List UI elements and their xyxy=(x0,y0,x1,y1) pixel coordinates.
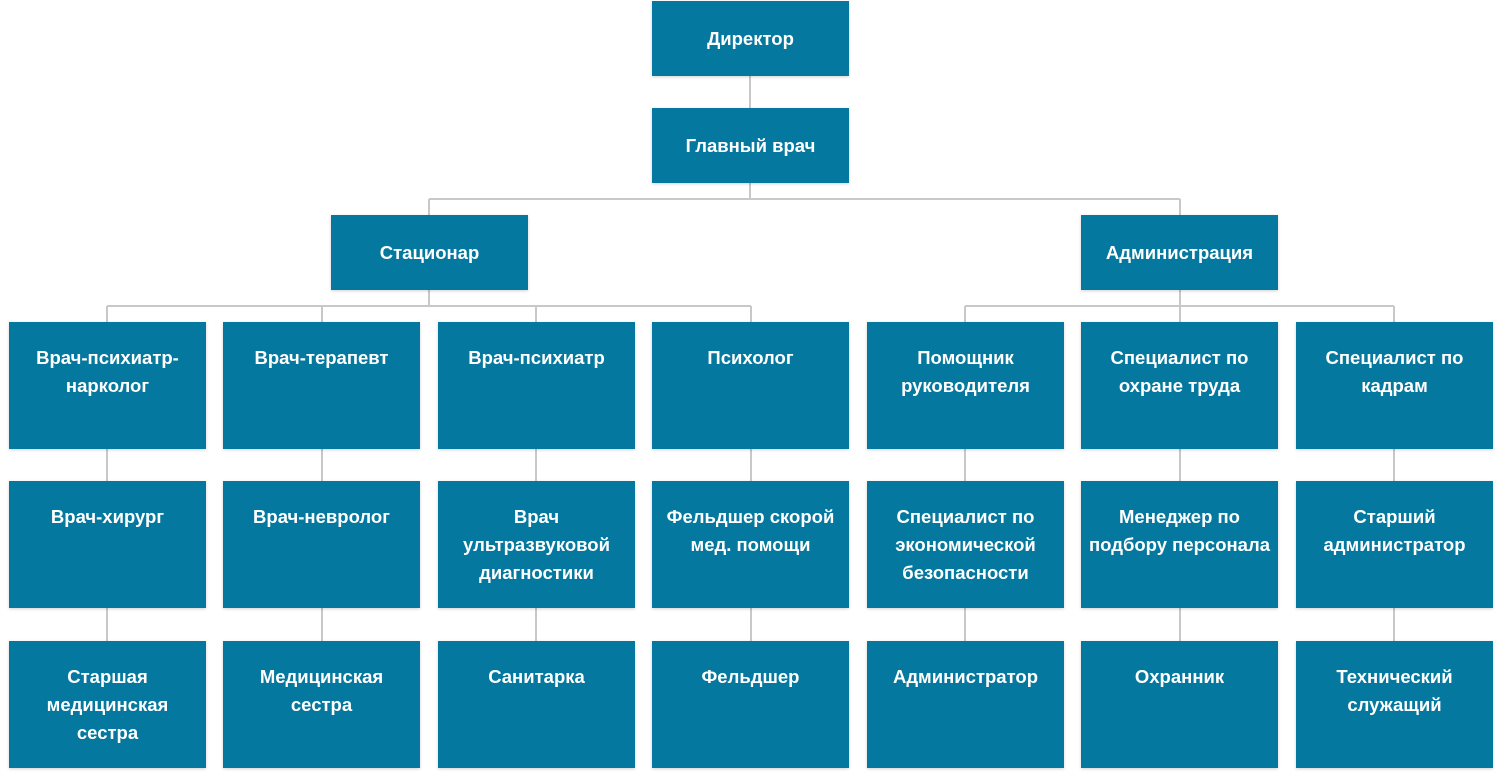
node-label: Медицинская сестра xyxy=(259,666,384,715)
node-manager-assistant: Помощник руководителя xyxy=(867,322,1064,449)
node-label: Менеджер по подбору персонала xyxy=(1088,506,1271,555)
node-nurse: Медицинская сестра xyxy=(223,641,420,768)
node-surgeon: Врач-хирург xyxy=(9,481,206,608)
node-label: Помощник руководителя xyxy=(901,347,1030,396)
node-label: Администратор xyxy=(892,666,1039,687)
node-paramedic: Фельдшер xyxy=(652,641,849,768)
node-economic-security: Специалист по экономической безопасности xyxy=(867,481,1064,608)
node-ambulance-paramedic: Фельдшер скорой мед. помощи xyxy=(652,481,849,608)
node-psychiatrist-narcologist: Врач-психиатр-нарколог xyxy=(9,322,206,449)
node-therapist: Врач-терапевт xyxy=(223,322,420,449)
node-chief-doctor: Главный врач xyxy=(652,108,849,183)
node-ultrasound-doctor: Врач ультразвуковой диагностики xyxy=(438,481,635,608)
node-technical-staff: Технический служащий xyxy=(1296,641,1493,768)
node-label: Санитарка xyxy=(488,666,585,687)
node-label: Старший администратор xyxy=(1323,506,1466,555)
node-label: Администрация xyxy=(1105,241,1254,263)
node-label: Директор xyxy=(707,27,794,49)
node-neurologist: Врач-невролог xyxy=(223,481,420,608)
node-label: Старшая медицинская сестра xyxy=(46,666,169,743)
node-senior-administrator: Старший администратор xyxy=(1296,481,1493,608)
node-label: Фельдшер скорой мед. помощи xyxy=(666,506,835,555)
node-hospital: Стационар xyxy=(331,215,528,290)
node-labor-safety: Специалист по охране труда xyxy=(1081,322,1278,449)
node-label: Врач ультразвуковой диагностики xyxy=(463,506,610,583)
node-hr-specialist: Специалист по кадрам xyxy=(1296,322,1493,449)
node-administration: Администрация xyxy=(1081,215,1278,290)
node-label: Врач-терапевт xyxy=(254,347,389,368)
node-label: Врач-невролог xyxy=(253,506,390,527)
node-label: Специалист по кадрам xyxy=(1325,347,1464,396)
node-head-nurse: Старшая медицинская сестра xyxy=(9,641,206,768)
node-label: Психолог xyxy=(707,347,794,368)
node-label: Стационар xyxy=(379,241,480,263)
node-psychiatrist: Врач-психиатр xyxy=(438,322,635,449)
node-orderly: Санитарка xyxy=(438,641,635,768)
node-label: Специалист по охране труда xyxy=(1110,347,1249,396)
node-psychologist: Психолог xyxy=(652,322,849,449)
node-label: Охранник xyxy=(1134,666,1225,687)
node-recruitment-manager: Менеджер по подбору персонала xyxy=(1081,481,1278,608)
node-administrator: Администратор xyxy=(867,641,1064,768)
node-director: Директор xyxy=(652,1,849,76)
node-label: Технический служащий xyxy=(1336,666,1453,715)
node-label: Фельдшер xyxy=(701,666,800,687)
node-label: Врач-психиатр xyxy=(468,347,605,368)
node-security-guard: Охранник xyxy=(1081,641,1278,768)
node-label: Врач-психиатр-нарколог xyxy=(36,347,179,396)
node-label: Специалист по экономической безопасности xyxy=(895,506,1036,583)
node-label: Главный врач xyxy=(685,134,816,156)
node-label: Врач-хирург xyxy=(50,506,165,527)
